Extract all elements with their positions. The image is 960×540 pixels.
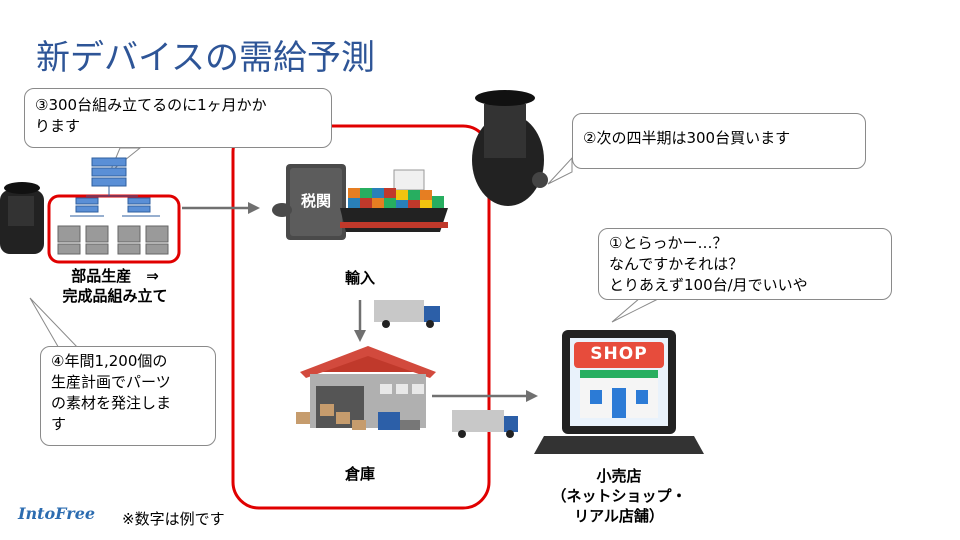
bubble2-tail — [547, 156, 573, 185]
label-parts-line-2: 完成品組み立て — [62, 287, 168, 305]
laptop-shop-icon — [534, 330, 704, 454]
bubble1-tail — [611, 297, 661, 323]
label-retail-line-3: リアル店舗） — [574, 507, 664, 525]
customs-book-icon — [272, 164, 358, 240]
bubble-quarter-order: ②次の四半期は300台買います — [572, 113, 866, 169]
customer-right-icon — [472, 90, 548, 206]
supply-highlight-box — [231, 124, 491, 510]
bubble-material-line-3: の素材を発注しま — [51, 394, 172, 412]
arrow-import-to-warehouse — [354, 300, 366, 342]
bubble-retailer-line-3: とりあえず100台/月でいいや — [609, 276, 808, 294]
footnote-example-numbers: ※数字は例です — [122, 510, 225, 528]
customs-book-label: 税関 — [300, 192, 331, 210]
label-warehouse: 倉庫 — [344, 465, 375, 483]
factory-row-icon — [57, 225, 169, 255]
bubble-retailer-guess: ①とらっかー…？ なんですかそれは？ とりあえず100台/月でいいや — [598, 228, 892, 300]
bubble-material-line-4: す — [51, 415, 67, 433]
label-retail-line-2: （ネットショップ・ — [551, 487, 687, 505]
label-import: 輸入 — [344, 269, 375, 287]
bubble-quarter-line-1: ②次の四半期は300台買います — [583, 129, 791, 147]
bubble-retailer-line-1: ①とらっかー…？ — [609, 234, 728, 252]
bubble-retailer-line-2: なんですかそれは？ — [609, 255, 744, 273]
shop-sign-text: SHOP — [590, 344, 648, 364]
arrow-parts-to-import — [182, 202, 260, 214]
org-tree-icon — [70, 157, 160, 217]
bubble-material-line-1: ④年間1,200個の — [51, 352, 168, 370]
label-parts-production: 部品生産 ⇒ 完成品組み立て — [40, 266, 190, 306]
label-retail-line-1: 小売店 — [596, 467, 642, 485]
cargo-ship-icon — [340, 169, 448, 232]
bubble-material-order: ④年間1,200個の 生産計画でパーツ の素材を発注しま す — [40, 346, 216, 446]
label-parts-line-1: 部品生産 ⇒ — [71, 267, 159, 285]
truck-icon-2 — [452, 410, 518, 438]
company-logo: IntoFree — [18, 504, 96, 523]
label-retail: 小売店 （ネットショップ・ リアル店舗） — [534, 466, 704, 526]
arrow-warehouse-to-retail — [432, 390, 538, 402]
worker-left-icon — [0, 182, 44, 254]
page-title: 新デバイスの需給予測 — [36, 38, 375, 78]
truck-icon-1 — [374, 300, 440, 328]
bubble-assembly-time: ③300台組み立てるのに1ヶ月かか ります — [24, 88, 332, 148]
bubble-assembly-line-2: ります — [35, 117, 81, 135]
bubble-material-line-2: 生産計画でパーツ — [51, 373, 171, 391]
bubble-assembly-line-1: ③300台組み立てるのに1ヶ月かか — [35, 96, 267, 114]
warehouse-icon — [296, 346, 436, 430]
